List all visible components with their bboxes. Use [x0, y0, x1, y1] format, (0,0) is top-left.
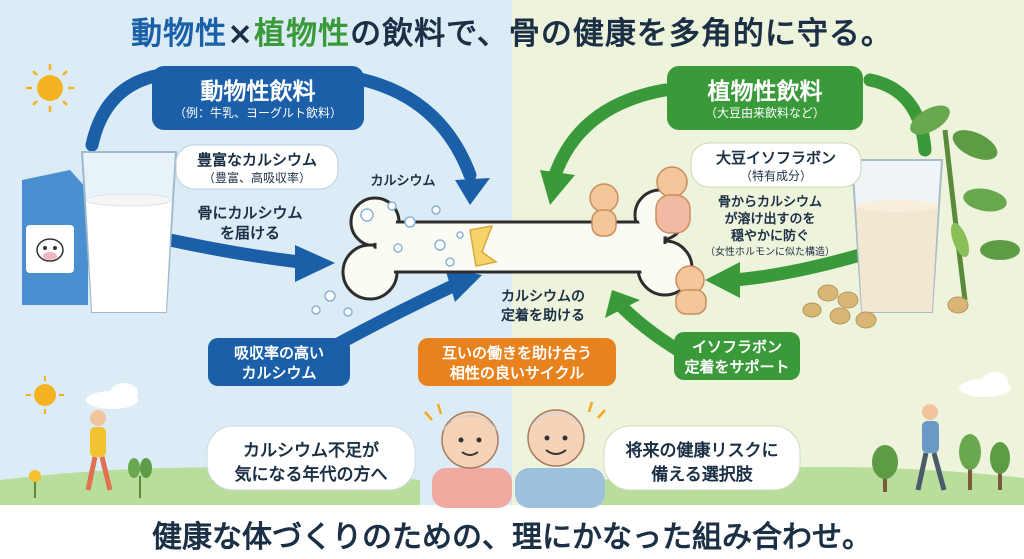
walking-man-illustration: [915, 404, 947, 491]
footer-tagline: 健康な体づくりのための、理にかなった組み合わせ。: [152, 520, 872, 555]
prevent-label-4: （女性ホルモンに似た構造）: [705, 247, 835, 258]
elderly-woman-illustration: [432, 411, 512, 508]
right-bubble-line-1: 将来の健康リスクに: [625, 441, 779, 461]
fix-label-1: カルシウムの: [501, 289, 585, 305]
isoflavone-support-label-2: 定着をサポート: [684, 358, 790, 376]
absorption-box: [208, 338, 350, 386]
animal-examples: （例：牛乳、ヨーグルト飲料）: [173, 106, 342, 120]
left-bubble-line-1: カルシウム不足が: [243, 441, 379, 461]
isoflavone-bubble: [690, 142, 862, 188]
elderly-man-illustration: [515, 409, 605, 508]
calcium-particles: [311, 201, 464, 317]
flower-icon: [29, 458, 152, 498]
footer-band: [0, 505, 1024, 559]
sparkle-icon: [424, 401, 606, 421]
cloud-icon: [86, 383, 138, 409]
sun-icon: [26, 64, 74, 112]
plant-heading: 植物性飲料: [707, 79, 823, 105]
prevent-label-3: 穏やかに防ぐ: [730, 229, 809, 244]
deliver-label-1: 骨にカルシウム: [197, 204, 303, 222]
walking-woman-illustration: [85, 410, 113, 491]
animal-heading: 動物性飲料: [200, 79, 316, 105]
isoflavone-support-label-1: イソフラボン: [691, 338, 782, 356]
cycle-label-2: 相性の良いサイクル: [449, 364, 585, 382]
soy-milk-glass-icon: [850, 159, 944, 313]
tree-icon: [872, 434, 1010, 492]
soybean-plant-icon: [910, 105, 1020, 301]
right-speech-bubble: [603, 425, 801, 491]
calcium-label: カルシウム: [370, 174, 436, 189]
milk-carton-icon: [22, 170, 88, 305]
deliver-label-2: を届ける: [219, 224, 280, 242]
plant-examples: （大豆由来飲料など）: [704, 106, 825, 120]
calcium-rich-sub: （豊富、高吸収率）: [202, 171, 311, 185]
isoflavone-label: 大豆イソフラボン: [715, 149, 836, 167]
animal-arrowheads: [295, 178, 490, 302]
plant-arrowheads: [540, 170, 740, 318]
absorption-label-1: 吸収率の高い: [233, 344, 324, 362]
right-bubble-line-2: 備える選択肢: [651, 465, 753, 485]
helper-figures: [589, 166, 707, 315]
animal-heading-box: [152, 66, 364, 130]
sun-icon: [26, 376, 64, 414]
left-bubble-line-2: 気になる年代の方へ: [234, 465, 388, 485]
plant-heading-box: [667, 66, 863, 130]
cycle-box: [418, 338, 616, 386]
calcium-rich-label: 豊富なカルシウム: [196, 151, 317, 169]
fix-label-2: 定着を助ける: [501, 308, 585, 324]
calcium-rich-bubble: [175, 144, 339, 190]
prevent-label-2: が溶け出すのを: [724, 212, 816, 227]
absorption-label-2: カルシウム: [241, 364, 317, 382]
page-title: 動物性×植物性の飲料で、骨の健康を多角的に守る。: [131, 16, 893, 52]
prevent-label-1: 骨からカルシウム: [717, 195, 822, 210]
cycle-label-1: 互いの働きを助け合う: [441, 344, 592, 362]
milk-glass-icon: [80, 151, 178, 313]
soybeans-icon: [802, 284, 969, 329]
isoflavone-sub: （特有成分）: [739, 169, 812, 183]
isoflavone-support-box: [674, 332, 800, 380]
cloud-icon: [959, 372, 1011, 397]
left-speech-bubble: [206, 425, 416, 491]
